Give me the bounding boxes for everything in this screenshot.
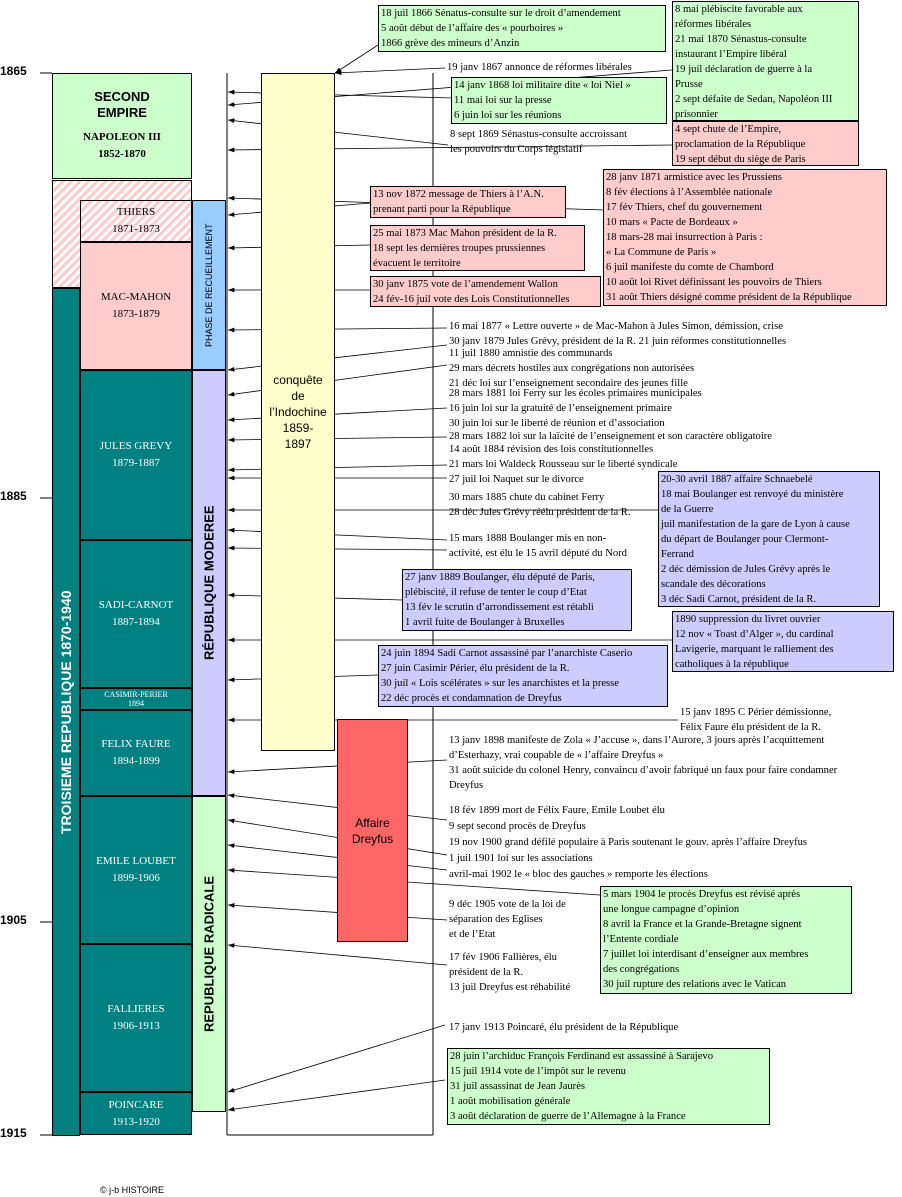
second-empire-block: SECOND EMPIRE NAPOLEON III 1852-1870 <box>52 73 192 179</box>
event-1913: 17 janv 1913 Poincaré, élu président de … <box>449 1022 679 1033</box>
phase-radicale-label: REPUBLIQUE RADICALE <box>201 876 217 1033</box>
event-1872: 13 nov 1872 message de Thiers à l’A.N. p… <box>370 186 566 218</box>
event-1881: 28 mars 1881 loi Ferry sur les écoles pr… <box>449 388 702 429</box>
event-1887: 20-30 avril 1887 affaire Schnaebelé 18 m… <box>658 471 880 607</box>
indochine-text: 1897 <box>284 437 312 451</box>
president-name: POINCARE <box>108 1098 164 1111</box>
phase-moderee-label: RÉPUBLIQUE MODEREE <box>201 505 217 661</box>
phase-radicale: REPUBLIQUE RADICALE <box>192 796 226 1112</box>
event-1895: 15 janv 1895 C Périer démissionne, Félix… <box>680 707 832 733</box>
president-dates: 1871-1873 <box>112 223 160 235</box>
indochine-text: l’Indochine <box>269 405 327 419</box>
event-1867: 19 janv 1867 annonce de réformes libéral… <box>447 62 632 73</box>
event-1888: 15 mars 1888 Boulanger mis en non- activ… <box>449 533 627 559</box>
president-dates: 1887-1894 <box>112 616 160 628</box>
event-1873: 25 mai 1873 Mac Mahon président de la R.… <box>370 225 585 271</box>
president-dates: 1879-1887 <box>112 457 160 469</box>
president-poincare: POINCARE 1913-1920 <box>80 1092 192 1135</box>
event-1905: 9 déc 1905 vote de la loi de séparation … <box>449 899 566 940</box>
phase-recueillement-label: PHASE DE RECUEILLEMENT <box>204 223 214 347</box>
indochine-text: 1859- <box>282 421 314 435</box>
president-name: FALLIERES <box>107 1003 165 1015</box>
event-1869: 8 sept 1869 Sénastus-consulte accroissan… <box>450 129 628 155</box>
indochine-text: conquête <box>273 373 323 387</box>
event-1877: 16 mai 1877 « Lettre ouverte » de Mac-Ma… <box>449 321 787 347</box>
president-name: JULES GREVY <box>99 440 173 452</box>
third-republic-bar: TROISIEME REPUBLIQUE 1870-1940 <box>52 288 80 1136</box>
second-empire-title-2: EMPIRE <box>97 105 147 120</box>
president-sadi-carnot: SADI-CARNOT 1887-1894 <box>80 540 192 688</box>
president-jules-grevy: JULES GREVY 1879-1887 <box>80 370 192 540</box>
president-name: SADI-CARNOT <box>98 599 174 611</box>
president-name: CASIMIR-PERIER <box>104 690 168 699</box>
president-dates: 1906-1913 <box>112 1020 160 1032</box>
event-1871: 28 janv 1871 armistice avec les Prussien… <box>603 169 887 306</box>
event-1875: 30 janv 1875 vote de l’amendement Wallon… <box>370 276 601 307</box>
president-felix-faure: FELIX FAURE 1894-1899 <box>80 710 192 796</box>
president-mac-mahon: MAC-MAHON 1873-1879 <box>80 242 192 370</box>
president-name: EMILE LOUBET <box>96 855 176 867</box>
event-1880: 11 juil 1880 amnistie des communards 29 … <box>449 348 695 389</box>
second-empire-ruler: NAPOLEON III <box>83 131 161 143</box>
year-label-1865: 1865 <box>0 64 27 78</box>
event-1884: 14 août 1884 révision des lois constitut… <box>449 444 678 485</box>
event-1889: 27 janv 1889 Boulanger, élu député de Pa… <box>402 569 632 631</box>
event-1868: 14 janv 1868 loi militaire dite « loi Ni… <box>451 77 667 124</box>
phase-recueillement: PHASE DE RECUEILLEMENT <box>192 200 226 370</box>
event-1866: 18 juil 1866 Sénatus-consulte sur le dro… <box>378 5 666 52</box>
event-1882: 28 mars 1882 loi sur la laïcité de l’ens… <box>449 431 772 442</box>
third-republic-label: TROISIEME REPUBLIQUE 1870-1940 <box>58 590 74 834</box>
second-empire-dates: 1852-1870 <box>98 148 146 160</box>
president-name: FELIX FAURE <box>101 738 171 750</box>
event-1899: 18 fév 1899 mort de Félix Faure, Emile L… <box>449 805 808 880</box>
president-fallieres: FALLIERES 1906-1913 <box>80 944 192 1092</box>
president-dates: 1913-1920 <box>112 1115 160 1128</box>
dreyfus-text: Dreyfus <box>351 831 394 846</box>
copyright-text: © j-b HISTOIRE <box>100 1185 164 1195</box>
event-1885: 30 mars 1885 chute du cabinet Ferry 28 d… <box>449 492 631 518</box>
president-dates: 1899-1906 <box>112 872 160 884</box>
event-1906: 17 fév 1906 Fallières, élu président de … <box>449 952 571 993</box>
president-dates: 1894-1899 <box>112 755 160 767</box>
dreyfus-text: Affaire <box>355 815 390 830</box>
event-1894: 24 juin 1894 Sadi Carnot assassiné par l… <box>378 645 668 707</box>
president-dates: 1873-1879 <box>112 308 160 320</box>
event-1914: 28 juin l’archiduc François Ferdinand es… <box>447 1048 770 1125</box>
president-dates: 1894 <box>128 699 144 708</box>
event-1869-1870: 8 mai plébiscite favorable aux réformes … <box>672 1 859 121</box>
second-empire-title-1: SECOND <box>94 89 150 104</box>
president-casimir-perier: CASIMIR-PERIER 1894 <box>80 688 192 710</box>
phase-moderee: RÉPUBLIQUE MODEREE <box>192 370 226 796</box>
year-label-1885: 1885 <box>0 489 27 503</box>
event-1904: 5 mars 1904 le procès Dreyfus est révisé… <box>600 886 852 994</box>
year-label-1905: 1905 <box>0 913 27 927</box>
indochine-text: de <box>291 389 305 403</box>
president-thiers: THIERS 1871-1873 <box>80 200 192 242</box>
president-name: THIERS <box>116 206 156 218</box>
president-emile-loubet: EMILE LOUBET 1899-1906 <box>80 796 192 944</box>
year-label-1915: 1915 <box>0 1126 27 1140</box>
event-1890: 1890 suppression du livret ouvrier 12 no… <box>672 611 894 672</box>
dreyfus-block: Affaire Dreyfus <box>337 719 408 942</box>
event-1898: 13 janv 1898 manifeste de Zola « J’accus… <box>449 735 838 791</box>
president-name: MAC-MAHON <box>100 291 172 303</box>
indochine-block: conquête de l’Indochine 1859- 1897 <box>261 73 335 751</box>
event-1870: 4 sept chute de l’Empire, proclamation d… <box>672 121 859 166</box>
